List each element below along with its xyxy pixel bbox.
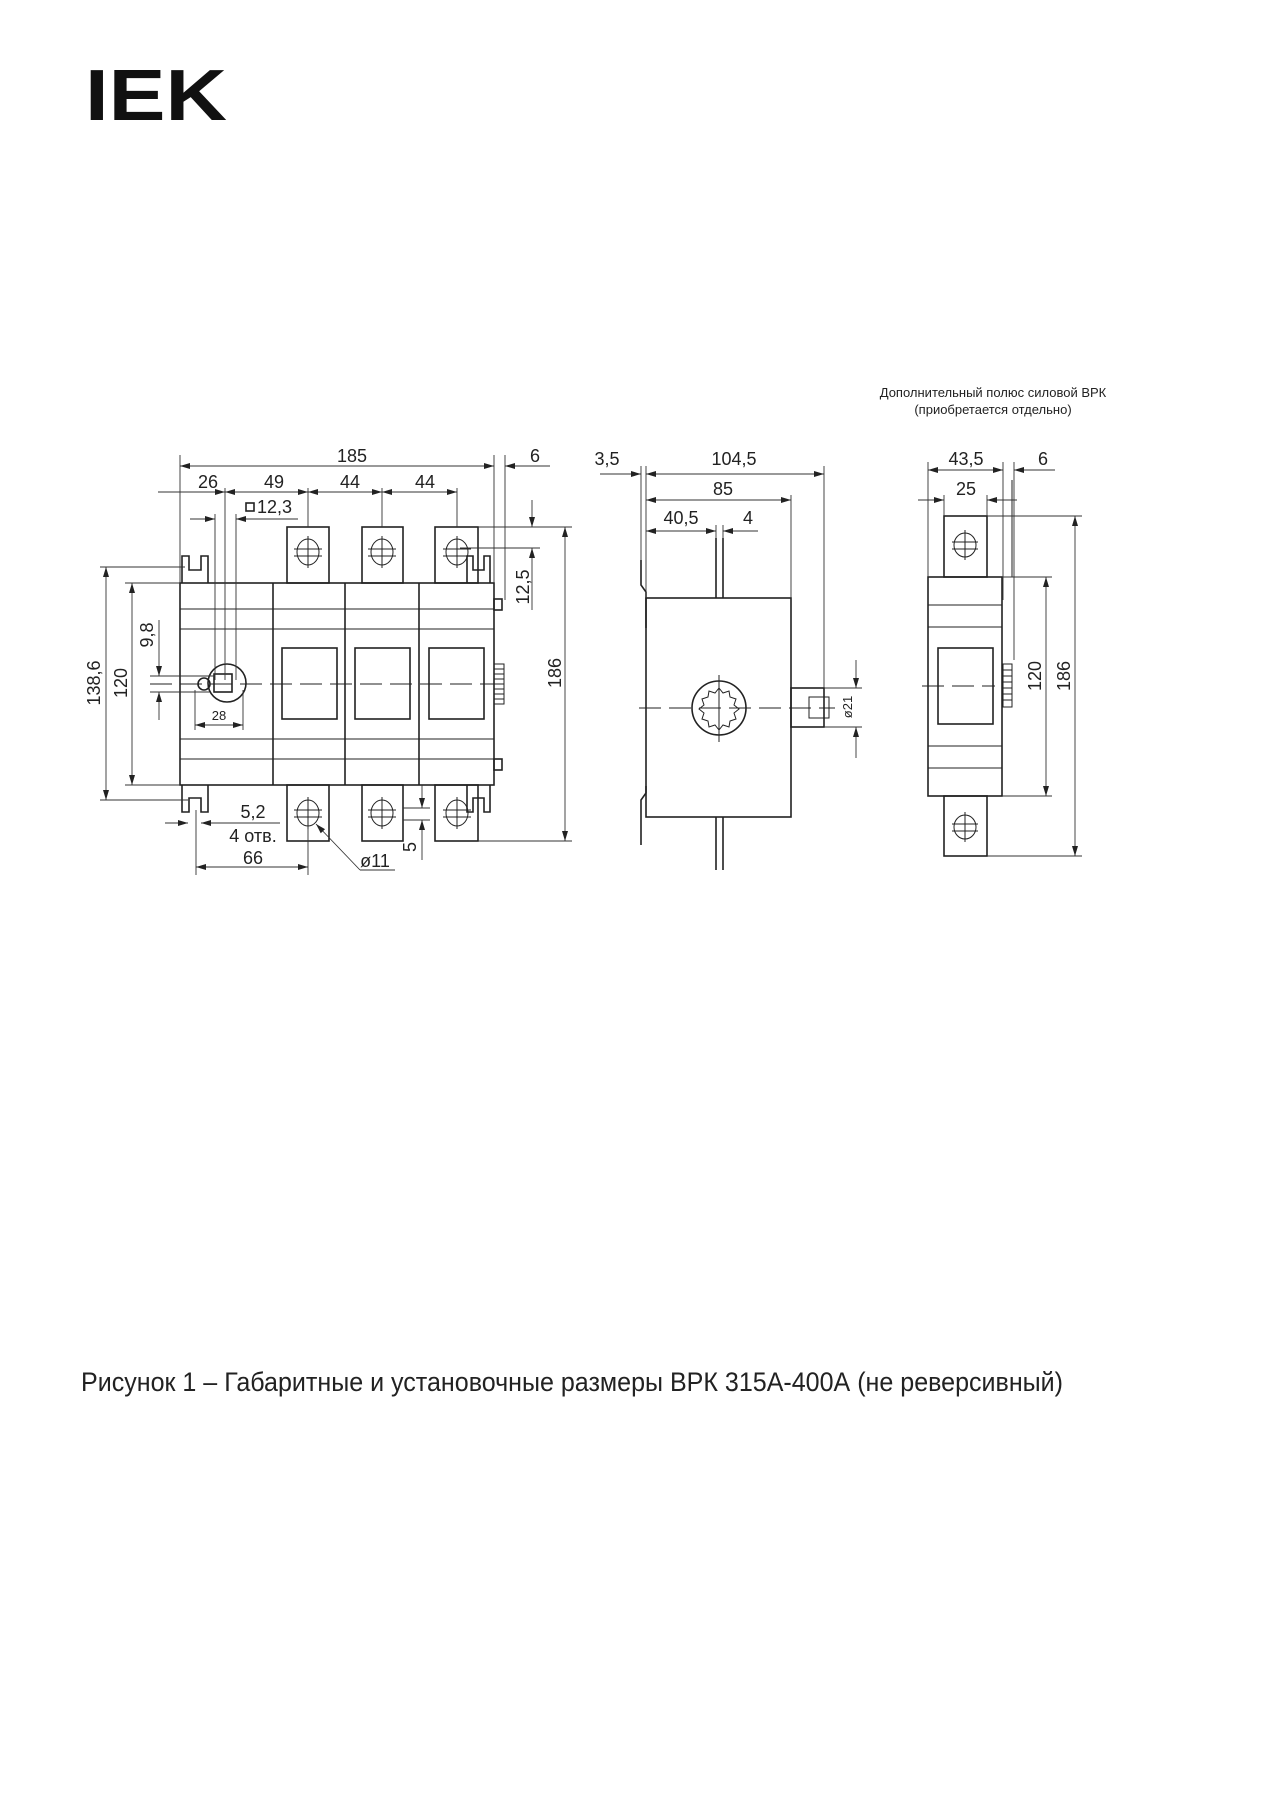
square-symbol-icon	[245, 502, 255, 512]
dim-9-8: 9,8	[137, 622, 157, 647]
front-dimensions: 185 6 26 49 44 44 12,3 138,6 120 9,8 28 …	[84, 446, 572, 875]
dim-40-5: 40,5	[663, 508, 698, 528]
dim-44a: 44	[340, 472, 360, 492]
aux-dimensions: 43,5 6 25 120 186	[918, 449, 1082, 857]
dim-66: 66	[243, 848, 263, 868]
dim-4: 4	[743, 508, 753, 528]
note-line-1: Дополнительный полюс силовой ВРК	[880, 385, 1107, 400]
dim-185: 185	[337, 446, 367, 466]
dim-12-5: 12,5	[513, 569, 533, 604]
aux-pole-view	[922, 480, 1013, 857]
dim-5-2: 5,2	[240, 802, 265, 822]
dim-12-3: 12,3	[257, 497, 292, 517]
dim-186-aux: 186	[1054, 661, 1074, 691]
dim-43-5: 43,5	[948, 449, 983, 469]
dim-5: 5	[400, 842, 420, 852]
dim-d11: ø11	[360, 851, 390, 871]
dim-49: 49	[264, 472, 284, 492]
dim-120: 120	[111, 668, 131, 698]
dim-26: 26	[198, 472, 218, 492]
dim-holes: 4 отв.	[229, 826, 276, 846]
dim-3-5: 3,5	[594, 449, 619, 469]
dim-138-6: 138,6	[84, 660, 104, 705]
side-view	[639, 538, 835, 870]
side-dimensions: 3,5 104,5 85 40,5 4 ø21	[594, 449, 862, 758]
dim-186: 186	[545, 658, 565, 688]
dim-25: 25	[956, 479, 976, 499]
dim-44b: 44	[415, 472, 435, 492]
note-line-2: (приобретается отдельно)	[914, 402, 1071, 417]
dim-104-5: 104,5	[711, 449, 756, 469]
dim-6: 6	[530, 446, 540, 466]
dim-6-aux: 6	[1038, 449, 1048, 469]
figure-caption: Рисунок 1 – Габаритные и установочные ра…	[81, 1367, 1063, 1397]
dim-85: 85	[713, 479, 733, 499]
iek-logo: IEK	[85, 56, 227, 136]
dim-120-aux: 120	[1025, 661, 1045, 691]
dim-d21: ø21	[840, 696, 855, 718]
dim-28: 28	[212, 708, 226, 723]
front-view	[150, 526, 505, 842]
